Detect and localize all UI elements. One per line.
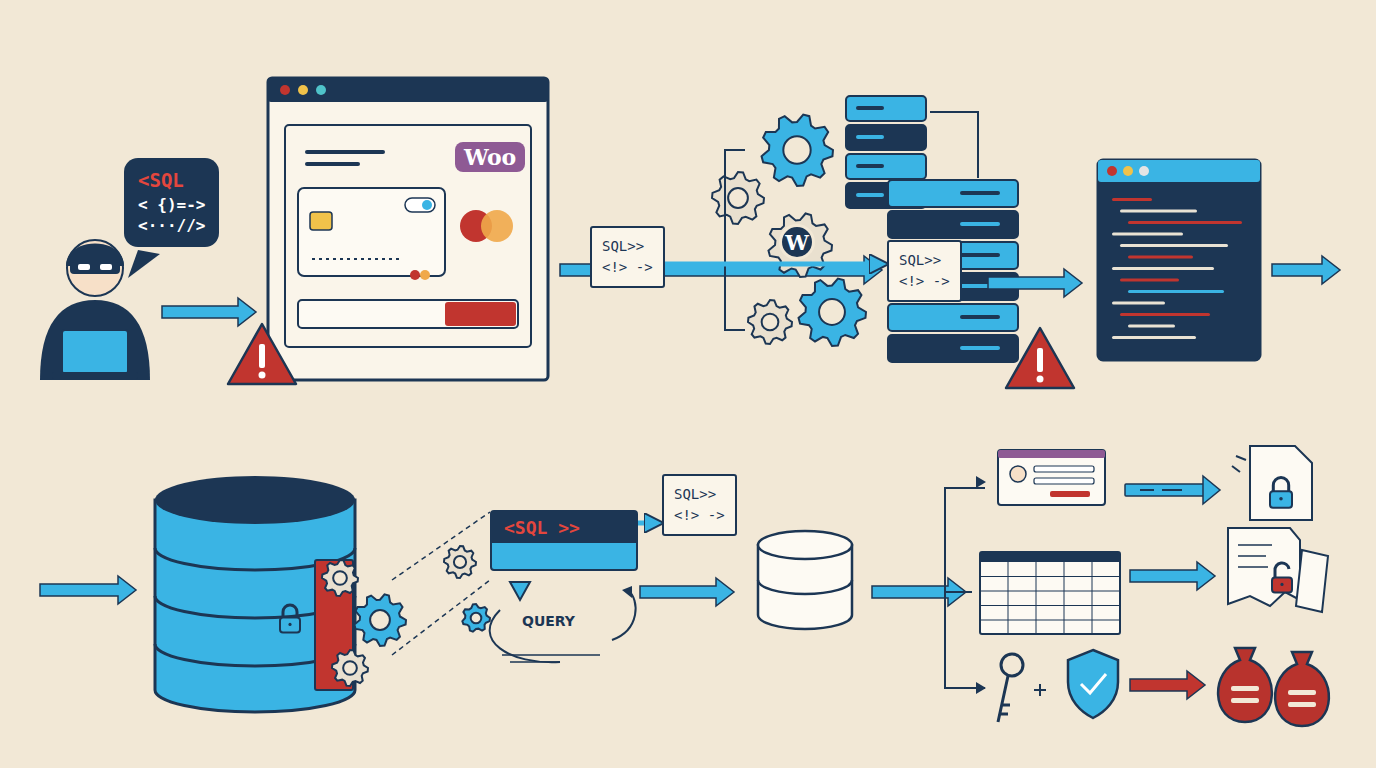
sql-document: SQL>><!> -> bbox=[662, 474, 737, 536]
gear-icon bbox=[748, 300, 792, 344]
node-sublabel: QUERY bbox=[522, 613, 575, 629]
node-sublabel: <!> -> bbox=[602, 257, 653, 278]
node-sublabel: < {)=-> bbox=[138, 194, 205, 216]
query-loop-arrow bbox=[490, 582, 636, 662]
speech-tail bbox=[128, 250, 160, 278]
warning-triangle bbox=[1006, 328, 1074, 388]
flow-connector bbox=[665, 262, 885, 267]
sql-document: SQL>><!> -> bbox=[887, 240, 962, 302]
flow-arrow bbox=[1130, 671, 1205, 699]
node-sublabel: <···//> bbox=[138, 215, 205, 237]
gear-icon bbox=[444, 546, 476, 578]
flow-arrow bbox=[1272, 256, 1340, 284]
wordpress-logo: W bbox=[779, 224, 815, 260]
node-sublabel: <!> -> bbox=[674, 505, 725, 526]
broken-document bbox=[1228, 528, 1328, 612]
node-label: SQL>> bbox=[899, 250, 950, 271]
dashed-arrow bbox=[1125, 476, 1220, 504]
padlock-icon bbox=[280, 605, 300, 633]
node-label: Woo bbox=[464, 144, 516, 170]
key-and-shield bbox=[998, 650, 1118, 722]
node-label: <SQL >> bbox=[492, 512, 636, 543]
warning-triangle bbox=[228, 324, 296, 384]
gear-icon bbox=[712, 172, 764, 224]
flow-arrow bbox=[988, 269, 1082, 297]
node-label: SQL>> bbox=[602, 236, 653, 257]
dashed-leader bbox=[392, 512, 490, 655]
data-table bbox=[980, 552, 1120, 634]
gear-icon bbox=[354, 594, 406, 646]
node-sublabel: <!> -> bbox=[899, 271, 950, 292]
gear-icon bbox=[799, 279, 866, 346]
browser-window bbox=[268, 78, 548, 380]
flow-arrow bbox=[1130, 562, 1215, 590]
gear-icon bbox=[322, 560, 358, 596]
money-bags bbox=[1218, 648, 1329, 726]
server-rack bbox=[846, 96, 1018, 362]
hacker-figure bbox=[40, 240, 150, 380]
gear-icon bbox=[762, 115, 833, 186]
profile-card bbox=[998, 450, 1105, 505]
padlock-icon bbox=[1270, 477, 1292, 507]
flow-arrow bbox=[40, 576, 136, 604]
node-label: W bbox=[785, 230, 809, 255]
padlock-icon bbox=[1272, 563, 1292, 593]
query-box: <SQL >>QUERY bbox=[490, 510, 638, 571]
speech-bubble: <SQL< {)=-><···//> bbox=[124, 158, 219, 247]
code-terminal bbox=[1098, 160, 1260, 360]
node-label: <SQL bbox=[138, 168, 205, 194]
gear-icon bbox=[332, 650, 368, 686]
gear-icon bbox=[768, 213, 832, 277]
locked-document bbox=[1232, 446, 1312, 520]
gear-icon bbox=[462, 604, 490, 632]
sql-document: SQL>><!> -> bbox=[590, 226, 665, 288]
database-cylinder bbox=[155, 476, 355, 712]
brand-badge: Woo bbox=[455, 142, 525, 172]
flow-connector bbox=[638, 521, 660, 526]
small-database bbox=[758, 531, 852, 629]
node-label: SQL>> bbox=[674, 484, 725, 505]
flow-arrow bbox=[640, 578, 734, 606]
flow-arrow bbox=[162, 298, 256, 326]
